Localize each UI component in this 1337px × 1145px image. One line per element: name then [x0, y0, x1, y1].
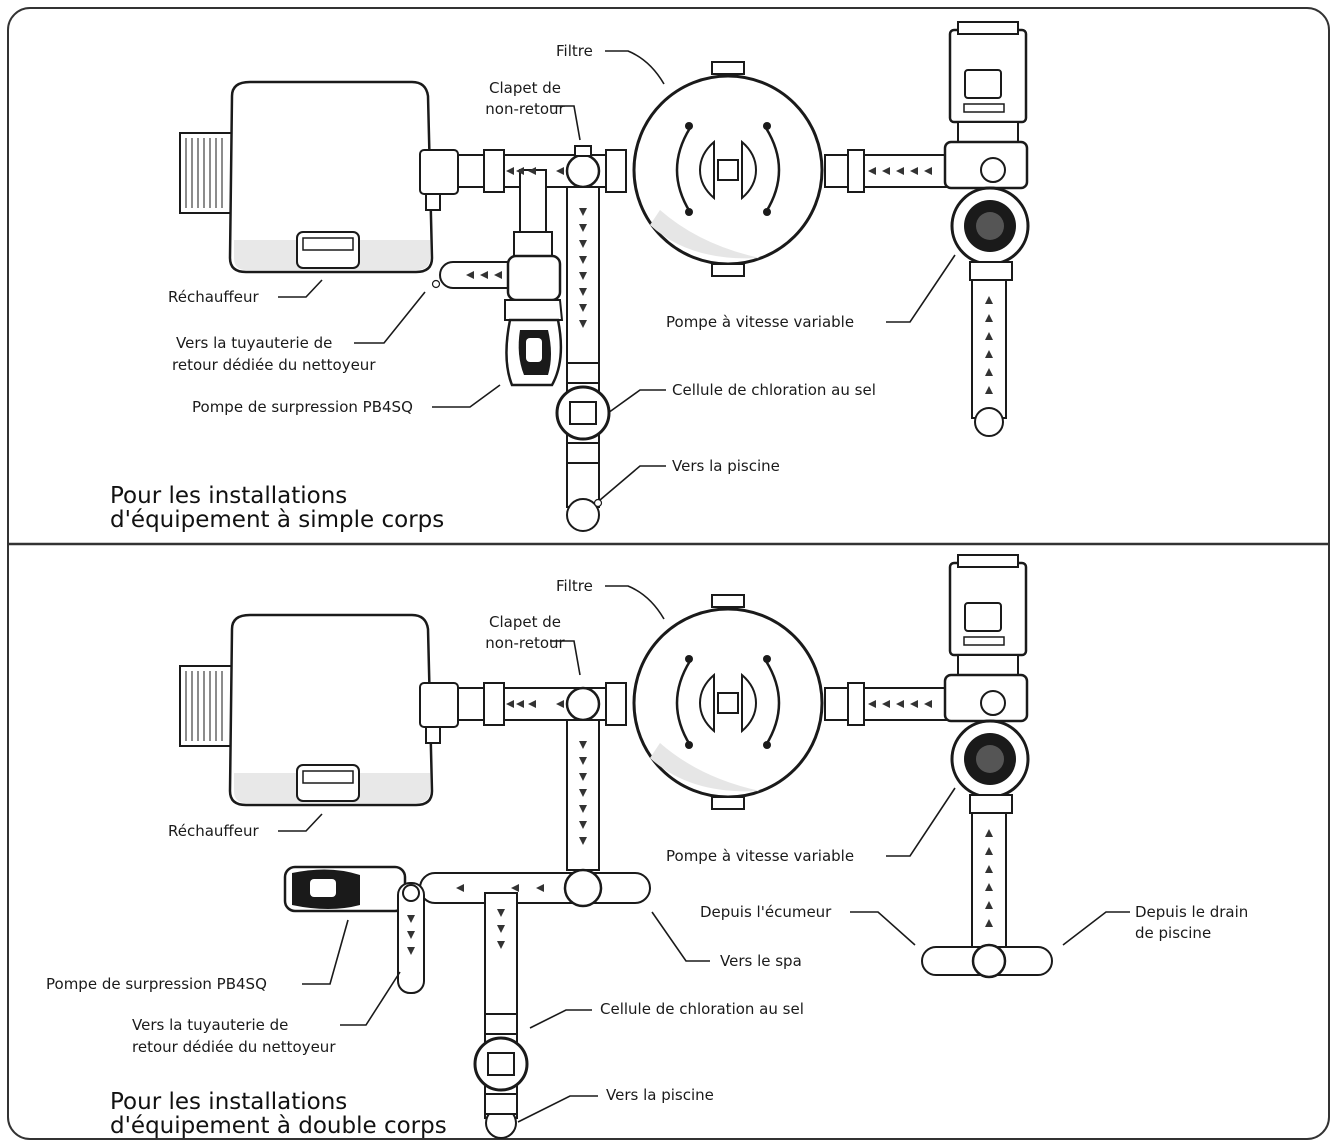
bottom-title-line1: Pour les installations — [110, 1089, 348, 1115]
label-cleaner-line2-bottom: retour dédiée du nettoyeur — [132, 1038, 336, 1056]
label-to-pool-bottom: Vers la piscine — [606, 1086, 714, 1104]
label-from-drain-line1: Depuis le drain — [1135, 903, 1249, 921]
label-check-valve-line1: Clapet de — [489, 613, 561, 631]
label-from-skimmer: Depuis l'écumeur — [700, 903, 832, 921]
label-heater-bottom: Réchauffeur — [168, 822, 259, 840]
label-variable-pump-top: Pompe à vitesse variable — [666, 313, 855, 331]
filter-icon — [632, 60, 824, 278]
top-title-line1: Pour les installations — [110, 483, 348, 509]
label-cleaner-line2-top: retour dédiée du nettoyeur — [172, 356, 376, 374]
label-check-valve-line1: Clapet de — [489, 79, 561, 97]
leader-lines-bottom — [278, 585, 1130, 1123]
bottom-panel-diagram — [178, 553, 1130, 1139]
leader-lines-top — [278, 50, 956, 501]
top-title-line2: d'équipement à simple corps — [110, 507, 445, 533]
label-to-spa: Vers le spa — [720, 952, 802, 970]
label-check-valve-line2: non-retour — [485, 634, 565, 652]
variable-speed-pump-icon — [943, 20, 1030, 282]
label-booster-pump-bottom: Pompe de surpression PB4SQ — [46, 975, 267, 993]
label-check-valve-top: Clapet de non-retour — [450, 78, 600, 120]
check-valve-icon — [565, 145, 601, 189]
label-from-drain: Depuis le drain de piscine — [1135, 902, 1248, 944]
label-to-pool-top: Vers la piscine — [672, 457, 780, 475]
booster-pump-icon — [503, 254, 564, 387]
bottom-panel-title: Pour les installations d'équipement à do… — [110, 1090, 447, 1138]
label-variable-pump-bottom: Pompe à vitesse variable — [666, 847, 855, 865]
label-salt-cell-top: Cellule de chloration au sel — [672, 381, 876, 399]
label-filter-top: Filtre — [556, 42, 593, 60]
salt-cell-icon — [555, 361, 611, 465]
top-panel-diagram — [178, 20, 1030, 532]
top-panel-title: Pour les installations d'équipement à si… — [110, 484, 444, 532]
label-check-valve-line2: non-retour — [485, 100, 565, 118]
label-filter-bottom: Filtre — [556, 577, 593, 595]
outer-frame — [7, 7, 1330, 1140]
label-heater-top: Réchauffeur — [168, 288, 259, 306]
label-check-valve-bottom: Clapet de non-retour — [450, 612, 600, 654]
label-cleaner-line1-top: Vers la tuyauterie de — [176, 334, 333, 352]
label-cleaner-line1-bottom: Vers la tuyauterie de — [132, 1016, 289, 1034]
label-from-drain-line2: de piscine — [1135, 924, 1212, 942]
bottom-title-line2: d'équipement à double corps — [110, 1113, 447, 1139]
heater-icon — [178, 80, 442, 274]
label-booster-pump-top: Pompe de surpression PB4SQ — [192, 398, 413, 416]
label-salt-cell-bottom: Cellule de chloration au sel — [600, 1000, 804, 1018]
